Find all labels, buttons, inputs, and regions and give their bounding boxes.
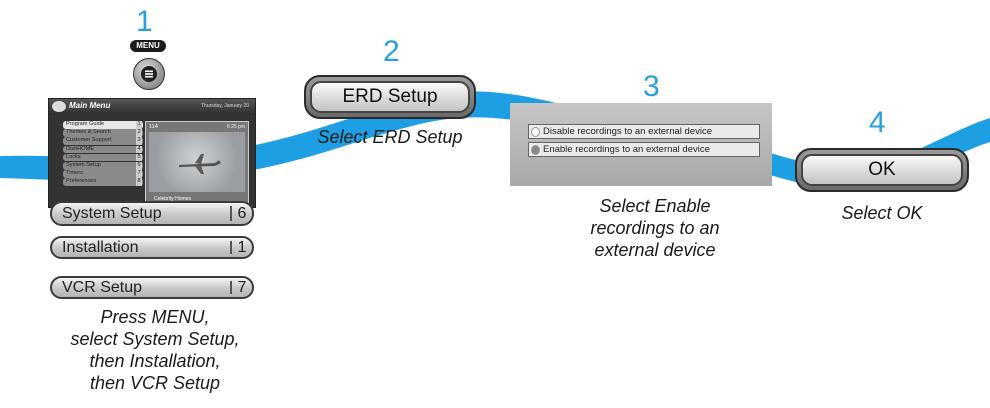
- system-setup-label: System Setup: [62, 204, 162, 222]
- vcr-setup-label: VCR Setup: [62, 278, 143, 296]
- step-2-caption: Select ERD Setup: [317, 127, 463, 147]
- menu-icon: [141, 66, 157, 82]
- system-setup-button[interactable]: System Setup 6: [50, 201, 254, 226]
- ok-button[interactable]: OK: [795, 148, 969, 192]
- step-number-2: 2: [383, 35, 400, 68]
- radio-icon: [531, 127, 540, 137]
- radio-selected-icon: [531, 145, 540, 155]
- tv-time: 6:25 pm: [226, 124, 245, 130]
- menu-key-label: MENU: [130, 40, 166, 52]
- disable-recordings-option[interactable]: Disable recordings to an external device: [528, 124, 760, 139]
- system-setup-number: 6: [230, 205, 252, 222]
- tv-preview-window: 114 6:25 pm Celebrity Homes: [145, 121, 249, 205]
- tv-title-bar: Main Menu Thursday, January 20: [49, 99, 255, 115]
- step-1-caption: Press MENU, select System Setup, then In…: [70, 307, 240, 393]
- step-number-3: 3: [643, 70, 660, 103]
- dish-logo-icon: [52, 101, 66, 112]
- tv-main-menu-screen: Main Menu Thursday, January 20 Program G…: [48, 98, 256, 208]
- erd-options-dialog: Disable recordings to an external device…: [510, 103, 772, 186]
- ok-label: OK: [801, 154, 963, 186]
- menu-remote-button[interactable]: [133, 58, 165, 90]
- vcr-setup-button[interactable]: VCR Setup 7: [50, 276, 254, 299]
- installation-button[interactable]: Installation 1: [50, 236, 254, 259]
- erd-setup-label: ERD Setup: [310, 81, 470, 113]
- tv-preview-picture: [149, 132, 245, 192]
- tv-menu-title: Main Menu: [69, 101, 111, 110]
- tv-date: Thursday, January 20: [201, 103, 249, 109]
- step-3-caption: Select Enable recordings to an external …: [590, 196, 720, 260]
- step-number-1: 1: [136, 5, 153, 38]
- step-4-caption: Select OK: [841, 203, 923, 223]
- installation-number: 1: [230, 239, 252, 256]
- step-number-4: 4: [869, 106, 886, 139]
- tv-show-title: Celebrity Homes: [154, 196, 191, 202]
- vcr-setup-number: 7: [230, 279, 252, 296]
- enable-recordings-option[interactable]: Enable recordings to an external device: [528, 142, 760, 157]
- tv-channel: 114: [149, 124, 158, 130]
- airplane-icon: [179, 154, 221, 174]
- erd-setup-button[interactable]: ERD Setup: [304, 75, 476, 119]
- installation-label: Installation: [62, 238, 139, 256]
